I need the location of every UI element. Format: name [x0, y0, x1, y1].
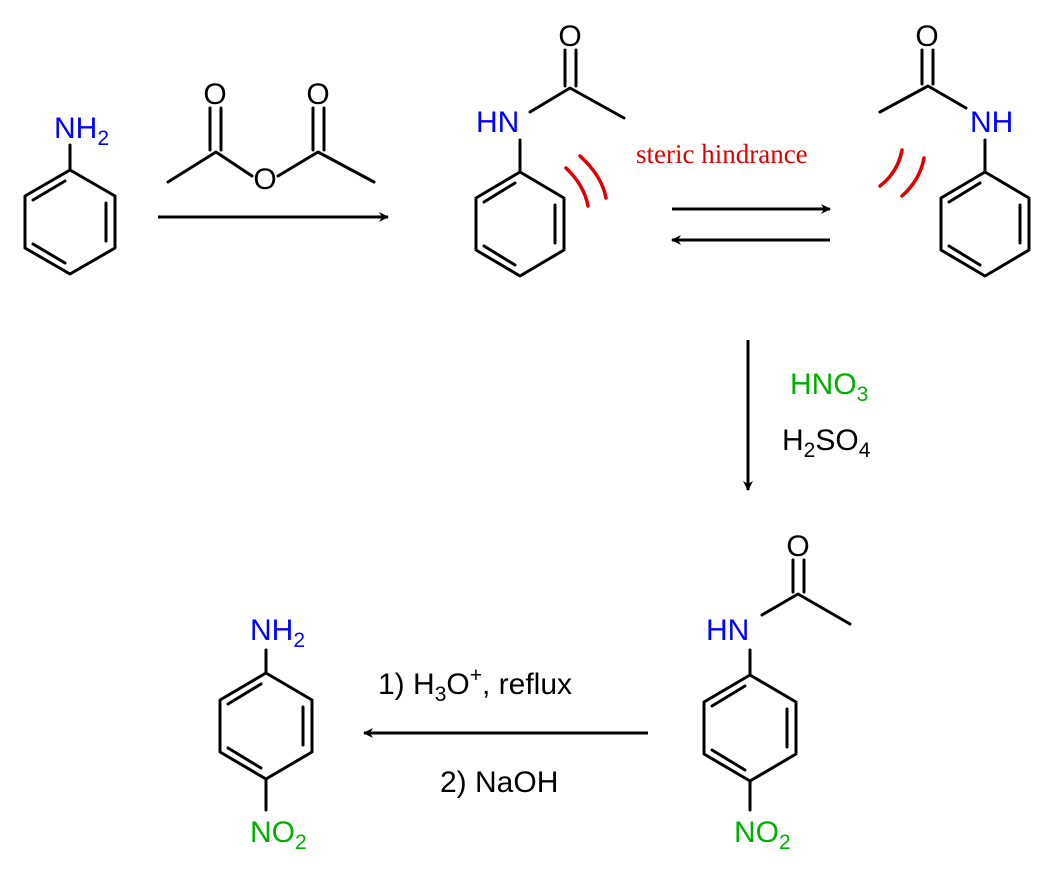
prod-no2-sub: 2 — [295, 831, 307, 854]
steric-hindrance-marks — [564, 148, 926, 208]
acet1-hn-label: HN — [476, 106, 519, 139]
bonds — [23, 48, 1031, 812]
steric-hindrance-label: steric hindrance — [636, 139, 808, 169]
step1-sub: 3 — [435, 683, 447, 706]
acet3-no2-sub: 2 — [779, 831, 791, 854]
aniline-nh2-label: NH2 — [54, 112, 109, 150]
acetanilide-conformer-1 — [474, 48, 626, 278]
acet2-o-label: O — [915, 20, 938, 53]
reagent-h2so4-label: H2SO4 — [782, 424, 871, 462]
nh2-sub: 2 — [97, 127, 109, 150]
hno3-main: HNO — [790, 368, 857, 401]
prod-nh2-sub: 2 — [293, 629, 305, 652]
acet3-no2-main: NO — [734, 816, 779, 849]
acetic-anhydride-molecule — [166, 106, 376, 184]
prod-nh2-main: NH — [250, 614, 293, 647]
acetanilide-conformer-2 — [878, 48, 1031, 278]
nh2-main: NH — [54, 112, 97, 145]
product-nh2-label: NH2 — [250, 614, 305, 652]
nitroacetanilide-molecule — [702, 558, 852, 812]
acet3-hn-label: HN — [706, 614, 749, 647]
step1-b: O — [446, 668, 469, 701]
nitroaniline-molecule — [218, 648, 314, 812]
h2so4-sub2: 4 — [859, 439, 871, 462]
acet3-o-label: O — [786, 530, 809, 563]
acet1-o-label: O — [558, 20, 581, 53]
step1-sup: + — [470, 664, 482, 687]
reaction-arrows — [158, 204, 831, 738]
h2so4-a: H — [782, 424, 804, 457]
acet3-no2-label: NO2 — [734, 816, 791, 854]
anhydride-o2-label: O — [306, 78, 329, 111]
h2so4-b: SO — [815, 424, 858, 457]
step1-c: , reflux — [482, 668, 572, 701]
aniline-molecule — [23, 143, 117, 276]
step2-label: 2) NaOH — [440, 766, 558, 799]
step1-label: 1) H3O+, reflux — [378, 664, 572, 706]
step1-a: 1) H — [378, 668, 435, 701]
h2so4-sub1: 2 — [804, 439, 816, 462]
hno3-sub: 3 — [857, 383, 869, 406]
product-no2-label: NO2 — [250, 816, 307, 854]
anhydride-o1-label: O — [203, 78, 226, 111]
reagent-hno3-label: HNO3 — [790, 368, 868, 406]
prod-no2-main: NO — [250, 816, 295, 849]
anhydride-bridge-o-label: O — [253, 163, 276, 196]
acet2-nh-label: NH — [970, 106, 1013, 139]
